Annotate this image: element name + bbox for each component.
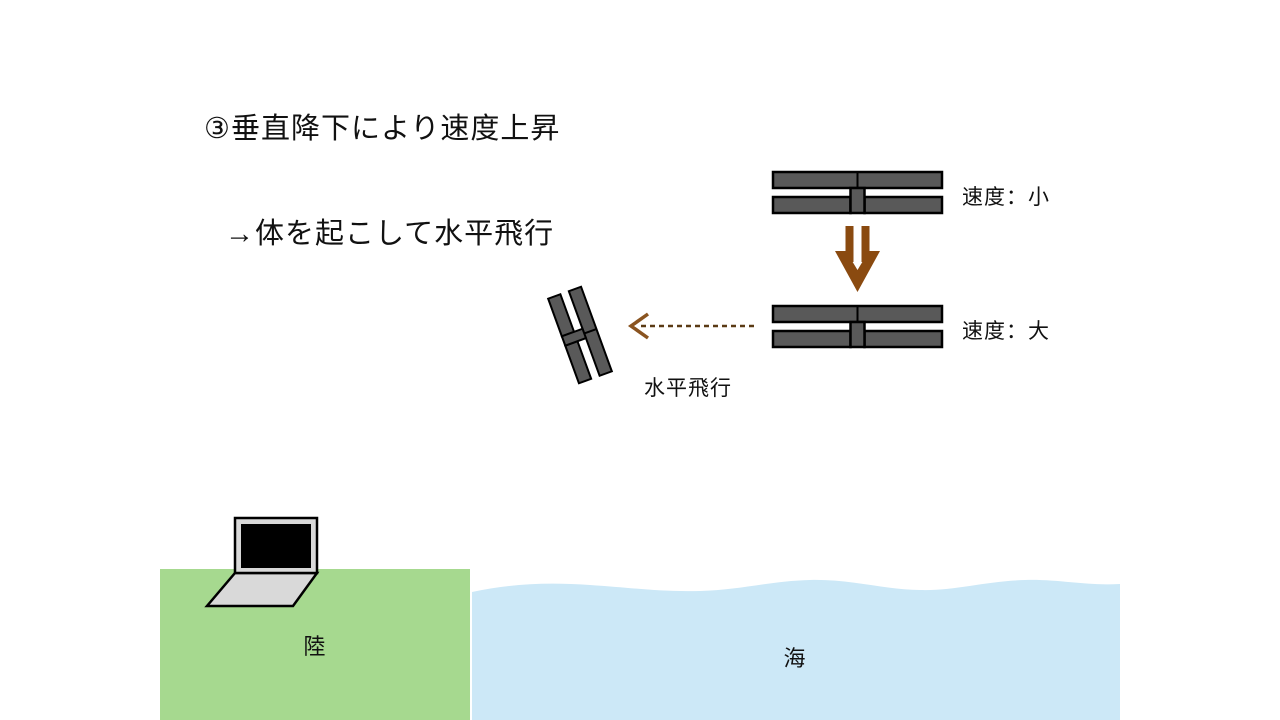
drone-fast-icon [771,304,944,349]
horizontal-flight-arrow-icon [627,312,756,340]
title-line-1: ③垂直降下により速度上昇 [204,113,561,145]
speed-slow-label: 速度：小 [962,186,1050,209]
drone-tilted-icon [546,285,614,385]
page-title: ③垂直降下により速度上昇 →体を起こして水平飛行 [204,42,560,322]
speed-fast-label: 速度：大 [962,320,1050,343]
land-label: 陸 [303,634,327,659]
sea-area [472,579,1120,720]
land-area [160,569,470,720]
horizontal-flight-label: 水平飛行 [644,377,732,400]
descent-arrow-icon [835,226,880,292]
sea-label: 海 [783,646,807,671]
title-line-2: →体を起こして水平飛行 [225,218,555,250]
drone-slow-icon [771,170,944,215]
laptop-screen [241,524,311,568]
laptop-icon [204,516,320,608]
